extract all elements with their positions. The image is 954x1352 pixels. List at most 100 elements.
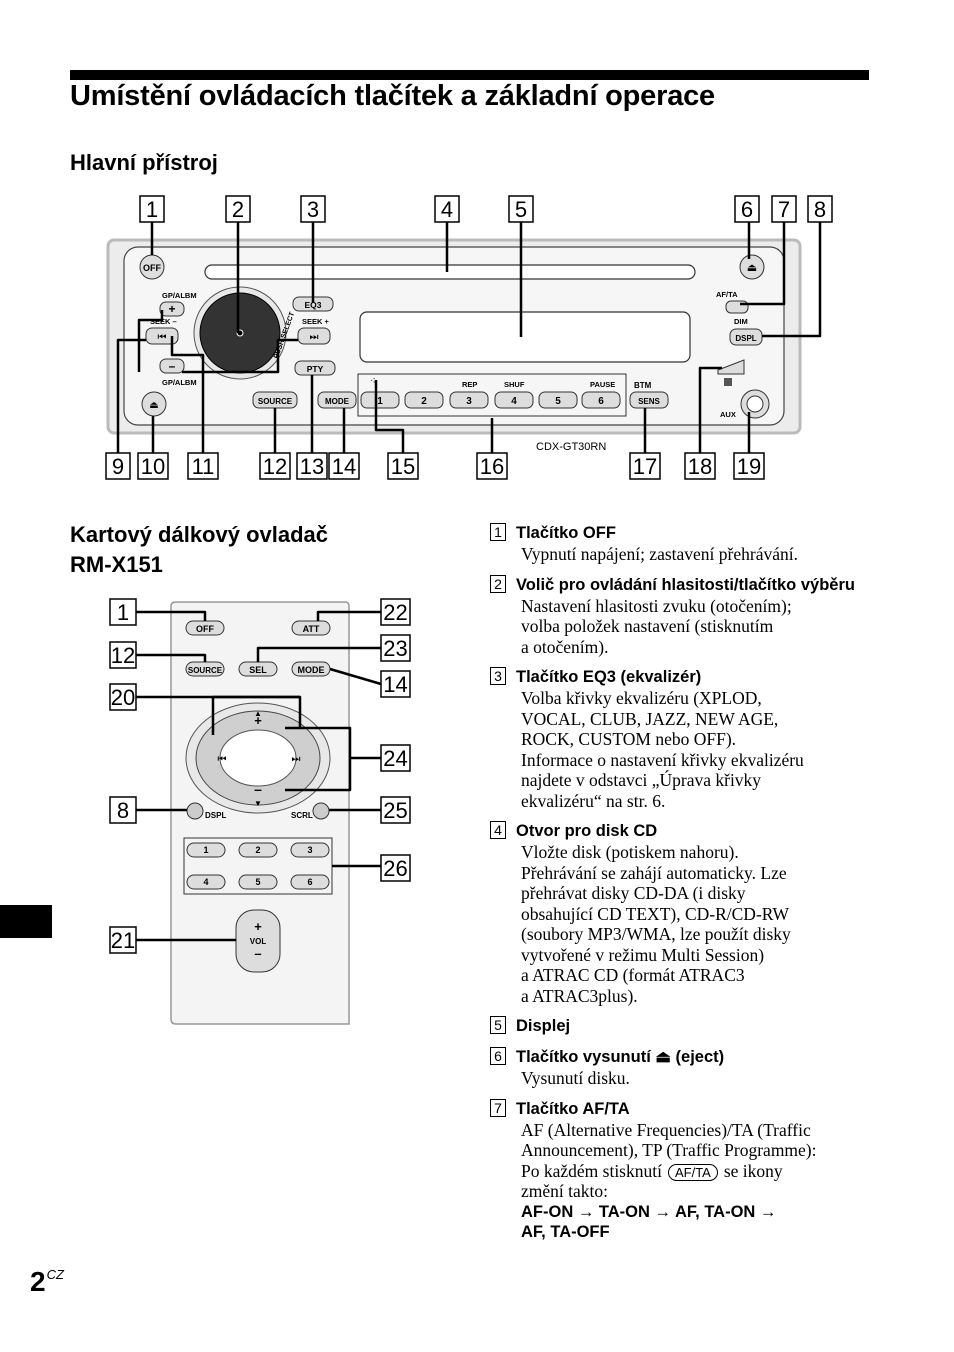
svg-text:1: 1 <box>146 197 158 222</box>
unit-callout-8: 8 <box>807 195 833 223</box>
remote-number-button-5 <box>238 874 278 890</box>
dim-label: DIM <box>734 317 748 326</box>
pty-label: PTY <box>307 364 324 374</box>
svg-text:4: 4 <box>441 197 453 222</box>
svg-text:3: 3 <box>307 197 319 222</box>
unit-callout-5: 5 <box>508 195 534 223</box>
off-label: OFF <box>143 263 161 273</box>
item-title: Tlačítko AF/TA <box>516 1099 630 1118</box>
remote-number-label: 5 <box>255 877 260 887</box>
svg-text:10: 10 <box>141 454 165 479</box>
sens-button <box>629 391 669 409</box>
remote-leader-lines <box>136 610 382 942</box>
remote-scrl-button <box>312 802 330 820</box>
item-body-line: Vložte disk (potiskem nahoru). <box>521 842 739 862</box>
remote-sel-label: SEL <box>249 665 267 675</box>
svg-text:1: 1 <box>117 600 129 625</box>
item-title: Otvor pro disk CD <box>516 822 658 840</box>
item-body-line: VOCAL, CLUB, JAZZ, NEW AGE, <box>521 708 779 729</box>
side-tab <box>0 905 52 938</box>
remote-att-button <box>291 620 331 636</box>
remote-down-label: – <box>254 781 262 797</box>
unit-callout-16: 16 <box>476 452 508 480</box>
preset-area <box>357 373 627 417</box>
preset-label: 3 <box>466 396 472 407</box>
remote-callout-24: 24 <box>380 744 411 772</box>
gp-albm-minus-button <box>159 358 185 374</box>
item-number-box: 7 <box>490 1098 506 1117</box>
unit-callout-17: 17 <box>629 452 661 480</box>
preset-button-3 <box>449 391 489 409</box>
remote-callout-12: 12 <box>109 641 137 669</box>
remote-number-button-2 <box>238 842 278 858</box>
item-title: Volič pro ovládání hlasitosti/tlačítko v… <box>516 575 855 594</box>
shuf-label: SHUF <box>504 380 525 389</box>
svg-text:23: 23 <box>383 636 407 661</box>
item-body-line: a ATRAC3plus). <box>521 985 638 1006</box>
svg-text:18: 18 <box>688 454 712 479</box>
remote-number-button-4 <box>186 874 226 890</box>
remote-up-label: + <box>254 713 262 728</box>
svg-text:22: 22 <box>383 600 407 625</box>
remote-number-button-3 <box>290 842 330 858</box>
item-body-line: Informace o nastavení křivky ekvalizéru <box>521 749 804 770</box>
btm-label: BTM <box>634 381 652 390</box>
remote-dpad-center <box>219 729 297 787</box>
unit-callout-13: 13 <box>296 452 328 480</box>
remote-number-label: 4 <box>203 877 208 887</box>
remote-number-label: 6 <box>307 877 312 887</box>
remote-number-label: 2 <box>255 845 260 855</box>
eq3-label: EQ3 <box>304 300 321 310</box>
remote-vol-plus-label: + <box>254 919 262 934</box>
unit-callout-12: 12 <box>259 452 291 480</box>
page-title: Umístění ovládacích tlačítek a základní … <box>70 80 715 112</box>
gp-albm-plus-button <box>159 301 185 317</box>
item-number-box: 2 <box>490 574 506 593</box>
remote-callout-22: 22 <box>380 598 411 626</box>
unit-callout-2: 2 <box>225 195 251 223</box>
aux-label: AUX <box>720 410 736 419</box>
svg-text:14: 14 <box>383 672 407 697</box>
item-body-line: vytvořené v režimu Multi Session) <box>521 944 765 965</box>
preset-button-2 <box>404 391 444 409</box>
remote-callout-8: 8 <box>109 796 137 824</box>
model-label: CDX-GT30RN <box>536 441 606 453</box>
svg-text:15: 15 <box>391 454 415 479</box>
item-body-line: Nastavení hlasitosti zvuku (otočením); <box>521 595 792 616</box>
sens-label: SENS <box>638 397 660 406</box>
svg-text:8: 8 <box>814 197 826 222</box>
remote-att-label: ATT <box>303 624 320 634</box>
main-unit-heading: Hlavní přístroj <box>70 150 218 175</box>
svg-text:19: 19 <box>737 454 761 479</box>
gp-albm-minus-label: – <box>169 359 176 373</box>
item-body-line: Volba křivky ekvalizéru (XPLOD, <box>521 688 762 708</box>
remote-number-label: 3 <box>307 845 312 855</box>
description-item: 2 Volič pro ovládání hlasitosti/tlačítko … <box>490 574 870 658</box>
cd-slot <box>204 264 696 280</box>
item-title: Tlačítko OFF <box>516 524 616 542</box>
mode-button <box>317 391 357 409</box>
remote-up-arrow-icon: ▲ <box>254 709 262 718</box>
item-number-box: 6 <box>490 1047 506 1065</box>
pause-label: PAUSE <box>590 380 615 389</box>
item-body-line: a ATRAC CD (formát ATRAC3 <box>521 965 745 985</box>
preset-button-4 <box>494 391 534 409</box>
eject-icon: ⏏ <box>747 262 757 274</box>
release-button <box>717 359 745 375</box>
svg-text:9: 9 <box>112 454 124 479</box>
page-lang: CZ <box>46 1267 64 1282</box>
item-body: Nastavení hlasitosti zvuku (otočením);vo… <box>521 596 870 658</box>
svg-text:6: 6 <box>741 197 753 222</box>
release-icon <box>724 378 732 386</box>
item-body-line: Vypnutí napájení; zastavení přehrávání. <box>521 544 798 564</box>
af-ta-sequence-2: AF, TA-OFF <box>521 1223 610 1241</box>
remote-callout-21: 21 <box>109 926 137 954</box>
af-ta-label: AF/TA <box>716 290 738 299</box>
